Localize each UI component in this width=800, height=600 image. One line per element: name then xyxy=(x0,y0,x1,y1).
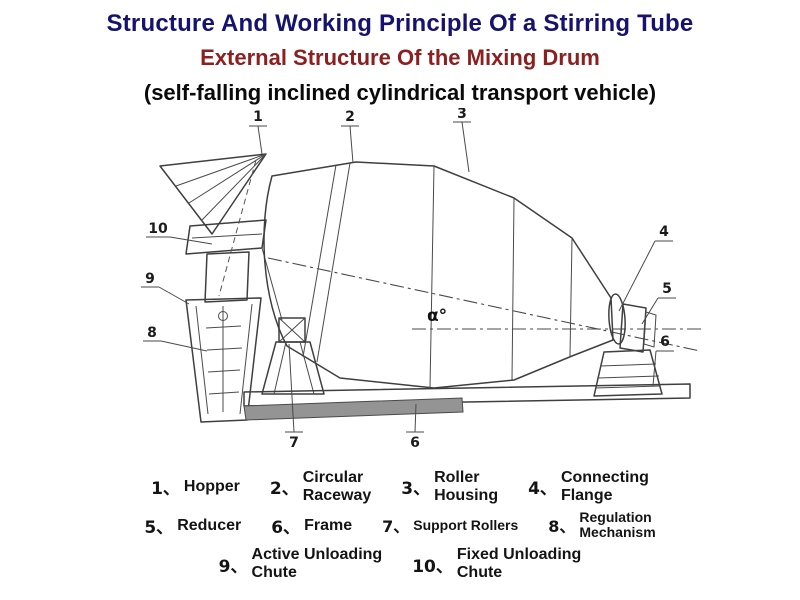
legend-label: Reducer xyxy=(177,516,242,534)
legend-item-circular-raceway: 2、 Circular Raceway xyxy=(270,469,371,505)
hopper xyxy=(159,153,267,235)
angle-label: α° xyxy=(427,306,447,326)
legend-item-roller-housing: 3、 Roller Housing xyxy=(401,469,498,505)
legend-item-regulation-mechanism: 8、 Regulation Mechanism xyxy=(548,508,656,541)
active-unloading-chute xyxy=(185,219,267,303)
callout-1-number: 1 xyxy=(253,109,263,125)
fixed-unloading-chute xyxy=(185,297,262,423)
legend-number: 7、 xyxy=(382,517,410,537)
callout-9: 9 xyxy=(141,271,190,305)
axis-lines: α° xyxy=(267,257,702,352)
callout-1: 1 xyxy=(249,109,267,155)
callout-4-number: 4 xyxy=(659,224,669,240)
callout-7-number: 7 xyxy=(289,435,299,451)
legend-label: Hopper xyxy=(183,477,240,495)
callout-3: 3 xyxy=(453,108,471,173)
legend-label: Roller Housing xyxy=(434,469,499,504)
mixer-diagram: α° xyxy=(0,108,800,462)
page-subtitle: External Structure Of the Mixing Drum xyxy=(200,45,600,70)
page-title: Structure And Working Principle Of a Sti… xyxy=(106,10,694,37)
legend-item-fixed-unloading-chute: 10、 Fixed Unloading Chute xyxy=(412,546,581,582)
callout-3-number: 3 xyxy=(457,108,467,122)
callout-10-number: 10 xyxy=(148,221,168,237)
callout-5-number: 5 xyxy=(662,281,672,297)
callout-4: 4 xyxy=(618,224,673,312)
legend-number: 9、 xyxy=(218,556,248,577)
reducer-assembly xyxy=(593,293,663,397)
support-rollers xyxy=(261,317,325,395)
callouts: 1 2 3 4 5 xyxy=(141,108,676,451)
flow-line xyxy=(218,159,257,297)
legend-label: Active Unloading Chute xyxy=(251,546,383,582)
legend-label: Fixed Unloading Chute xyxy=(456,546,582,582)
legend-number: 6、 xyxy=(271,517,301,538)
reducer xyxy=(619,303,647,353)
callout-6-number: 6 xyxy=(660,334,670,350)
legend-label: Connecting Flange xyxy=(560,469,649,504)
legend-number: 10、 xyxy=(412,556,453,577)
legend-row-3: 9、 Active Unloading Chute 10、 Fixed Unlo… xyxy=(0,546,800,582)
callout-2: 2 xyxy=(341,109,359,164)
legend-number: 5、 xyxy=(144,517,174,538)
callout-6-right: 6 xyxy=(652,334,674,387)
callout-8: 8 xyxy=(143,325,208,352)
legend-row-2: 5、 Reducer 6、 Frame 7、 Support Rollers 8… xyxy=(0,508,800,541)
legend-item-support-rollers: 7、 Support Rollers xyxy=(382,513,518,537)
header: Structure And Working Principle Of a Sti… xyxy=(0,0,800,106)
legend-item-hopper: 1、 Hopper xyxy=(151,474,240,499)
callout-5: 5 xyxy=(641,281,676,325)
legend-item-connecting-flange: 4、 Connecting Flange xyxy=(528,469,649,505)
legend-number: 2、 xyxy=(269,479,299,500)
callout-8-number: 8 xyxy=(147,325,157,341)
callout-9-number: 9 xyxy=(145,271,155,287)
legend-label: Frame xyxy=(304,516,353,534)
legend: 1、 Hopper 2、 Circular Raceway 3、 Roller … xyxy=(0,469,800,587)
legend-label: Regulation Mechanism xyxy=(579,508,656,541)
legend-number: 3、 xyxy=(401,479,431,500)
legend-row-1: 1、 Hopper 2、 Circular Raceway 3、 Roller … xyxy=(0,469,800,505)
callout-6-bottom: 6 xyxy=(406,403,424,451)
mixing-drum xyxy=(263,161,614,389)
connecting-flange xyxy=(608,293,626,345)
callout-7: 7 xyxy=(285,343,303,451)
legend-label: Support Rollers xyxy=(413,516,519,533)
frame xyxy=(243,383,691,421)
mixer-drawing: α° xyxy=(141,108,702,451)
legend-label: Circular Raceway xyxy=(302,469,372,504)
legend-number: 4、 xyxy=(528,479,557,500)
circular-raceway xyxy=(302,164,337,358)
callout-10: 10 xyxy=(146,221,213,245)
legend-number: 8、 xyxy=(548,517,576,537)
page-subtitle-2: (self-falling inclined cylindrical trans… xyxy=(143,80,657,105)
legend-number: 1、 xyxy=(151,479,180,500)
legend-item-frame: 6、 Frame xyxy=(271,513,352,538)
callout-2-number: 2 xyxy=(345,109,355,125)
legend-item-reducer: 5、 Reducer xyxy=(144,513,241,538)
callout-6b-number: 6 xyxy=(410,435,420,451)
legend-item-active-unloading-chute: 9、 Active Unloading Chute xyxy=(219,546,383,582)
